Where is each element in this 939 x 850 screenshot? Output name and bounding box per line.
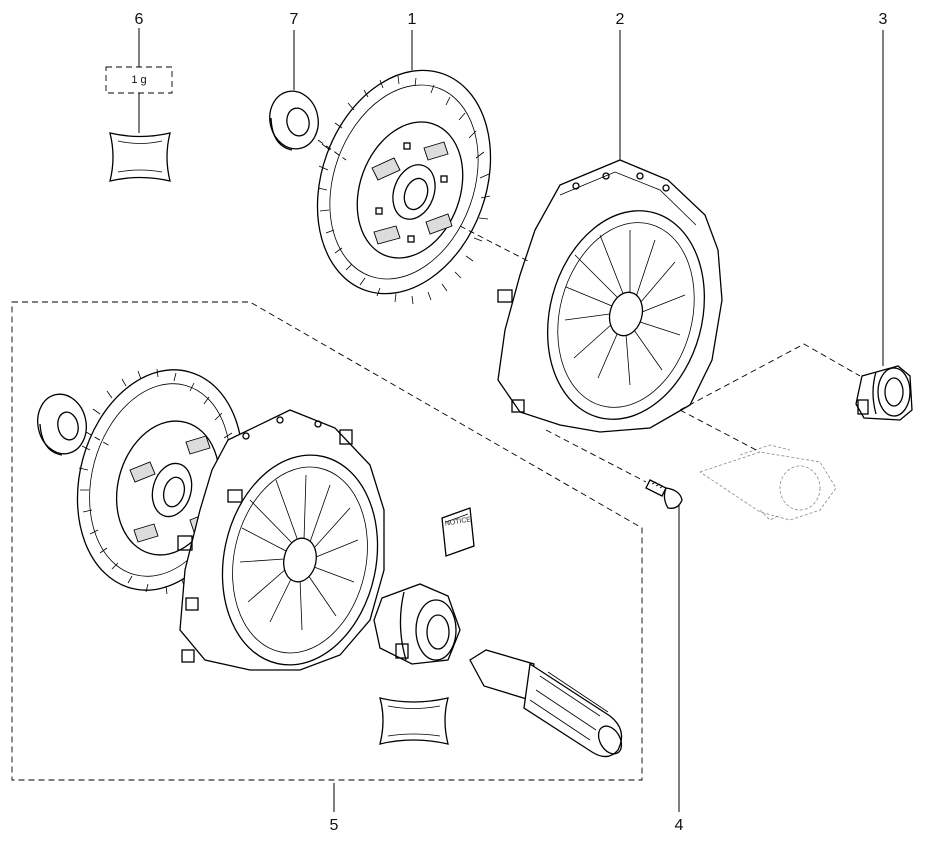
diaphragm-fingers-top xyxy=(564,230,686,386)
callout-4[interactable]: 4 xyxy=(674,817,684,834)
callout-5[interactable]: 5 xyxy=(329,817,339,834)
kit-pressure-plate xyxy=(177,409,385,671)
spacer-ring-part-7[interactable] xyxy=(264,87,323,154)
axis-line-fork xyxy=(679,409,761,453)
callout-3[interactable]: 3 xyxy=(878,11,888,28)
grease-qty-label: 1 g xyxy=(131,74,147,86)
clutch-disc-part-1[interactable] xyxy=(288,46,521,318)
callout-6[interactable]: 6 xyxy=(134,11,144,28)
kit-boundary xyxy=(11,301,643,781)
axis-line-bolt xyxy=(545,429,647,483)
callout-1[interactable]: 1 xyxy=(407,11,417,28)
callout-2[interactable]: 2 xyxy=(615,11,625,28)
callout-7[interactable]: 7 xyxy=(289,11,299,28)
bolt-part-4[interactable] xyxy=(645,479,683,509)
kit-spacer-ring xyxy=(37,393,87,456)
release-fork-ghost xyxy=(699,444,837,521)
axis-line-kit-ring xyxy=(85,431,111,447)
kit-release-bearing xyxy=(373,583,461,665)
kit-grease-sachet xyxy=(379,697,449,745)
notice-booklet xyxy=(441,507,475,557)
clutch-kit-part-5[interactable] xyxy=(32,351,626,758)
axis-line-7-1 xyxy=(317,139,347,161)
axis-line-1-2 xyxy=(459,225,531,263)
release-bearing-part-3[interactable] xyxy=(855,365,913,421)
alignment-tool xyxy=(469,649,623,758)
pressure-plate-part-2[interactable] xyxy=(497,159,727,437)
axis-line-2-3 xyxy=(679,343,861,411)
